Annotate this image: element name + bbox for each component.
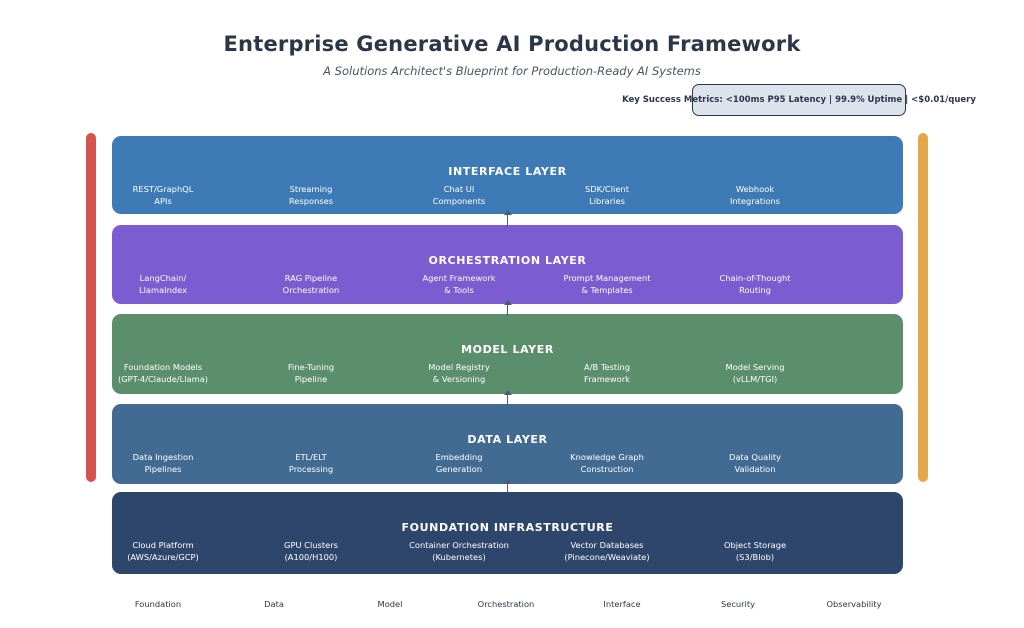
layer-model: MODEL LAYER Foundation Models (GPT-4/Cla… bbox=[112, 314, 903, 394]
layer-item: Vector Databases (Pinecone/Weaviate) bbox=[564, 540, 650, 562]
layer-item: Prompt Management & Templates bbox=[563, 273, 651, 295]
layer-item: GPU Clusters (A100/H100) bbox=[284, 540, 338, 562]
security-side-bar bbox=[86, 133, 96, 482]
layer-foundation-title: FOUNDATION INFRASTRUCTURE bbox=[401, 521, 614, 534]
legend-security: Security bbox=[720, 599, 756, 609]
layer-item: ETL/ELT Processing bbox=[288, 452, 334, 474]
layer-item: Object Storage (S3/Blob) bbox=[723, 540, 787, 562]
layer-orchestration-title: ORCHESTRATION LAYER bbox=[428, 254, 587, 267]
legend-model: Model bbox=[377, 599, 403, 609]
page-title: Enterprise Generative AI Production Fram… bbox=[223, 32, 801, 56]
layer-item: Fine-Tuning Pipeline bbox=[287, 362, 335, 384]
layer-item: LangChain/ LlamaIndex bbox=[138, 273, 188, 295]
up-arrow-icon bbox=[501, 479, 514, 493]
legend-observability: Observability bbox=[826, 599, 882, 609]
layer-item: Cloud Platform (AWS/Azure/GCP) bbox=[127, 540, 199, 562]
legend-interface: Interface bbox=[603, 599, 641, 609]
layer-item: A/B Testing Framework bbox=[584, 362, 630, 384]
layer-item: Model Serving (vLLM/TGI) bbox=[725, 362, 785, 384]
layer-model-items: Foundation Models (GPT-4/Claude/Llama) F… bbox=[89, 362, 829, 385]
layer-interface: INTERFACE LAYER REST/GraphQL APIs Stream… bbox=[112, 136, 903, 214]
layer-data: DATA LAYER Data Ingestion Pipelines ETL/… bbox=[112, 404, 903, 484]
up-arrow-icon bbox=[501, 390, 514, 406]
layer-item: Streaming Responses bbox=[288, 184, 334, 206]
layer-item: Chat UI Components bbox=[432, 184, 486, 206]
layer-item: RAG Pipeline Orchestration bbox=[282, 273, 340, 295]
layer-item: Agent Framework & Tools bbox=[422, 273, 496, 295]
layer-item: Model Registry & Versioning bbox=[428, 362, 490, 384]
layer-item: Data Quality Validation bbox=[728, 452, 782, 474]
layer-item: Knowledge Graph Construction bbox=[570, 452, 644, 474]
observability-side-bar bbox=[918, 133, 928, 482]
up-arrow-icon bbox=[501, 300, 514, 316]
legend-foundation: Foundation bbox=[134, 599, 182, 609]
layer-foundation-items: Cloud Platform (AWS/Azure/GCP) GPU Clust… bbox=[89, 540, 829, 563]
layer-item: Container Orchestration (Kubernetes) bbox=[409, 540, 509, 562]
page-subtitle: A Solutions Architect's Blueprint for Pr… bbox=[323, 64, 701, 78]
layer-item: Data Ingestion Pipelines bbox=[132, 452, 194, 474]
layer-data-title: DATA LAYER bbox=[467, 433, 548, 446]
layer-data-items: Data Ingestion Pipelines ETL/ELT Process… bbox=[89, 452, 829, 475]
layer-foundation: FOUNDATION INFRASTRUCTURE Cloud Platform… bbox=[112, 492, 903, 574]
layer-model-title: MODEL LAYER bbox=[461, 343, 554, 356]
layer-item: SDK/Client Libraries bbox=[585, 184, 629, 206]
legend-row: Foundation Data Model Orchestration Inte… bbox=[100, 599, 912, 609]
up-arrow-icon bbox=[501, 210, 514, 226]
layer-item: Webhook Integrations bbox=[729, 184, 781, 206]
legend-orchestration: Orchestration bbox=[477, 599, 535, 609]
key-metrics-text: Key Success Metrics: <100ms P95 Latency … bbox=[622, 95, 976, 105]
layer-item: Foundation Models (GPT-4/Claude/Llama) bbox=[117, 362, 209, 384]
layer-item: Embedding Generation bbox=[435, 452, 483, 474]
layer-orchestration: ORCHESTRATION LAYER LangChain/ LlamaInde… bbox=[112, 225, 903, 304]
layer-interface-items: REST/GraphQL APIs Streaming Responses Ch… bbox=[89, 184, 829, 207]
layer-item: REST/GraphQL APIs bbox=[132, 184, 194, 206]
layer-interface-title: INTERFACE LAYER bbox=[448, 165, 567, 178]
legend-data: Data bbox=[264, 599, 284, 609]
key-metrics-badge: Key Success Metrics: <100ms P95 Latency … bbox=[622, 84, 976, 116]
layer-orchestration-items: LangChain/ LlamaIndex RAG Pipeline Orche… bbox=[89, 273, 829, 296]
layer-item: Chain-of-Thought Routing bbox=[719, 273, 791, 295]
